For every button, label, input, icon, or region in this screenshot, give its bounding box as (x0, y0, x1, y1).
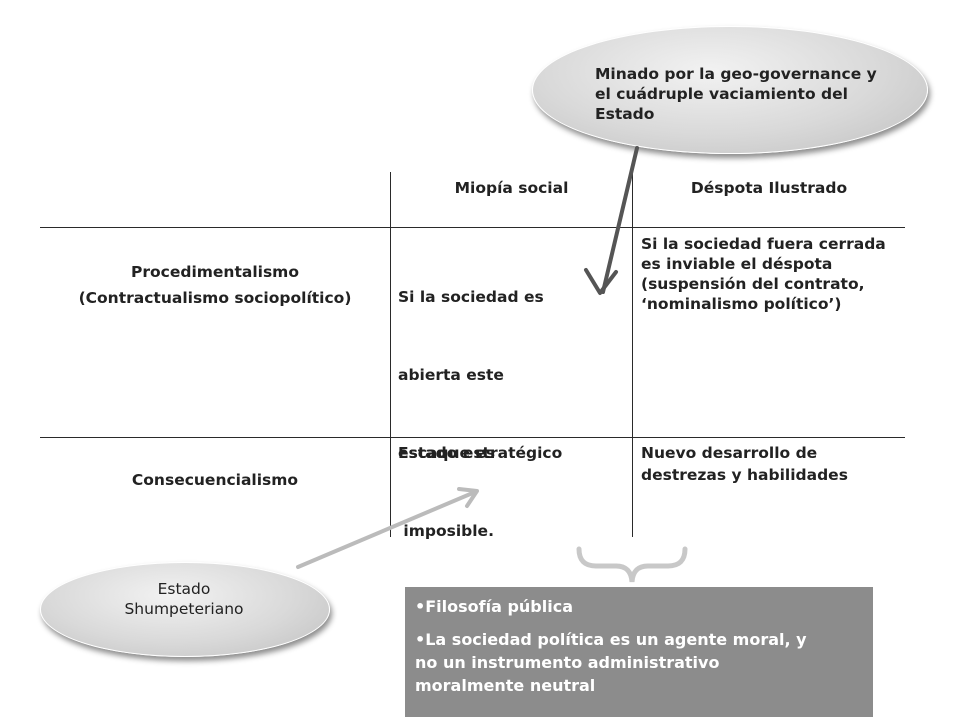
arrow-dark-head (584, 268, 618, 295)
arrow-light-head (457, 487, 479, 508)
callout-bottom-text: Estado Shumpeteriano (40, 579, 328, 619)
arrow-light-shaft (296, 490, 477, 569)
brace-shape (576, 546, 688, 583)
callout-line: Estado (595, 105, 655, 123)
box-line: moralmente neutral (415, 676, 596, 695)
filosofia-publica-box: •Filosofía pública •La sociedad política… (405, 587, 873, 717)
cell-line: Si la sociedad fuera cerrada (641, 235, 886, 253)
callout-line: Minado por la geo-governance y (595, 65, 877, 83)
table-line-col1 (390, 172, 391, 537)
row-header-procedimentalismo: Procedimentalismo (Contractualismo socio… (40, 259, 390, 311)
callout-top-ellipse (532, 26, 928, 154)
callout-bottom-ellipse (40, 562, 330, 657)
table-line-middle (40, 437, 905, 438)
cell-despota-procedimentalismo: Si la sociedad fuera cerrada es inviable… (641, 234, 886, 314)
col-header-despota: Déspota Ilustrado (690, 179, 848, 197)
cell-line: destrezas y habilidades (641, 466, 848, 484)
cell-line: imposible. (398, 522, 494, 540)
callout-line: Shumpeteriano (124, 600, 244, 618)
row-header-line: Procedimentalismo (131, 263, 299, 281)
callout-line: el cuádruple vaciamiento del (595, 85, 848, 103)
cell-line: (suspensión del contrato, (641, 275, 865, 293)
box-item: •La sociedad política es un agente moral… (415, 628, 865, 697)
cell-line: abierta este (398, 366, 504, 384)
cell-despota-consecuencialismo: Nuevo desarrollo de destrezas y habilida… (641, 442, 848, 486)
cell-line: es inviable el déspota (641, 255, 833, 273)
callout-line: Estado (157, 580, 211, 598)
cell-miopia-procedimentalismo: Si la sociedad es abierta este escaque e… (398, 232, 544, 570)
cell-line: Si la sociedad es (398, 288, 544, 306)
box-line: •La sociedad política es un agente moral… (415, 630, 807, 649)
table-line-col2 (632, 172, 633, 537)
cell-line: Nuevo desarrollo de (641, 444, 818, 462)
box-line: no un instrumento administrativo (415, 653, 720, 672)
col-header-miopia: Miopía social (454, 179, 569, 197)
row-header-consecuencialismo: Consecuencialismo (131, 471, 299, 489)
cell-miopia-consecuencialismo: Estado estratégico (398, 444, 563, 462)
box-item: •Filosofía pública (415, 597, 573, 616)
cell-line: ‘nominalismo político’) (641, 295, 842, 313)
cell-line: escaque es (398, 444, 496, 462)
row-header-line: (Contractualismo sociopolítico) (78, 289, 352, 307)
callout-top-text: Minado por la geo-governance y el cuádru… (595, 64, 877, 124)
arrow-dark-shaft (601, 146, 639, 294)
table-line-top (40, 227, 905, 228)
